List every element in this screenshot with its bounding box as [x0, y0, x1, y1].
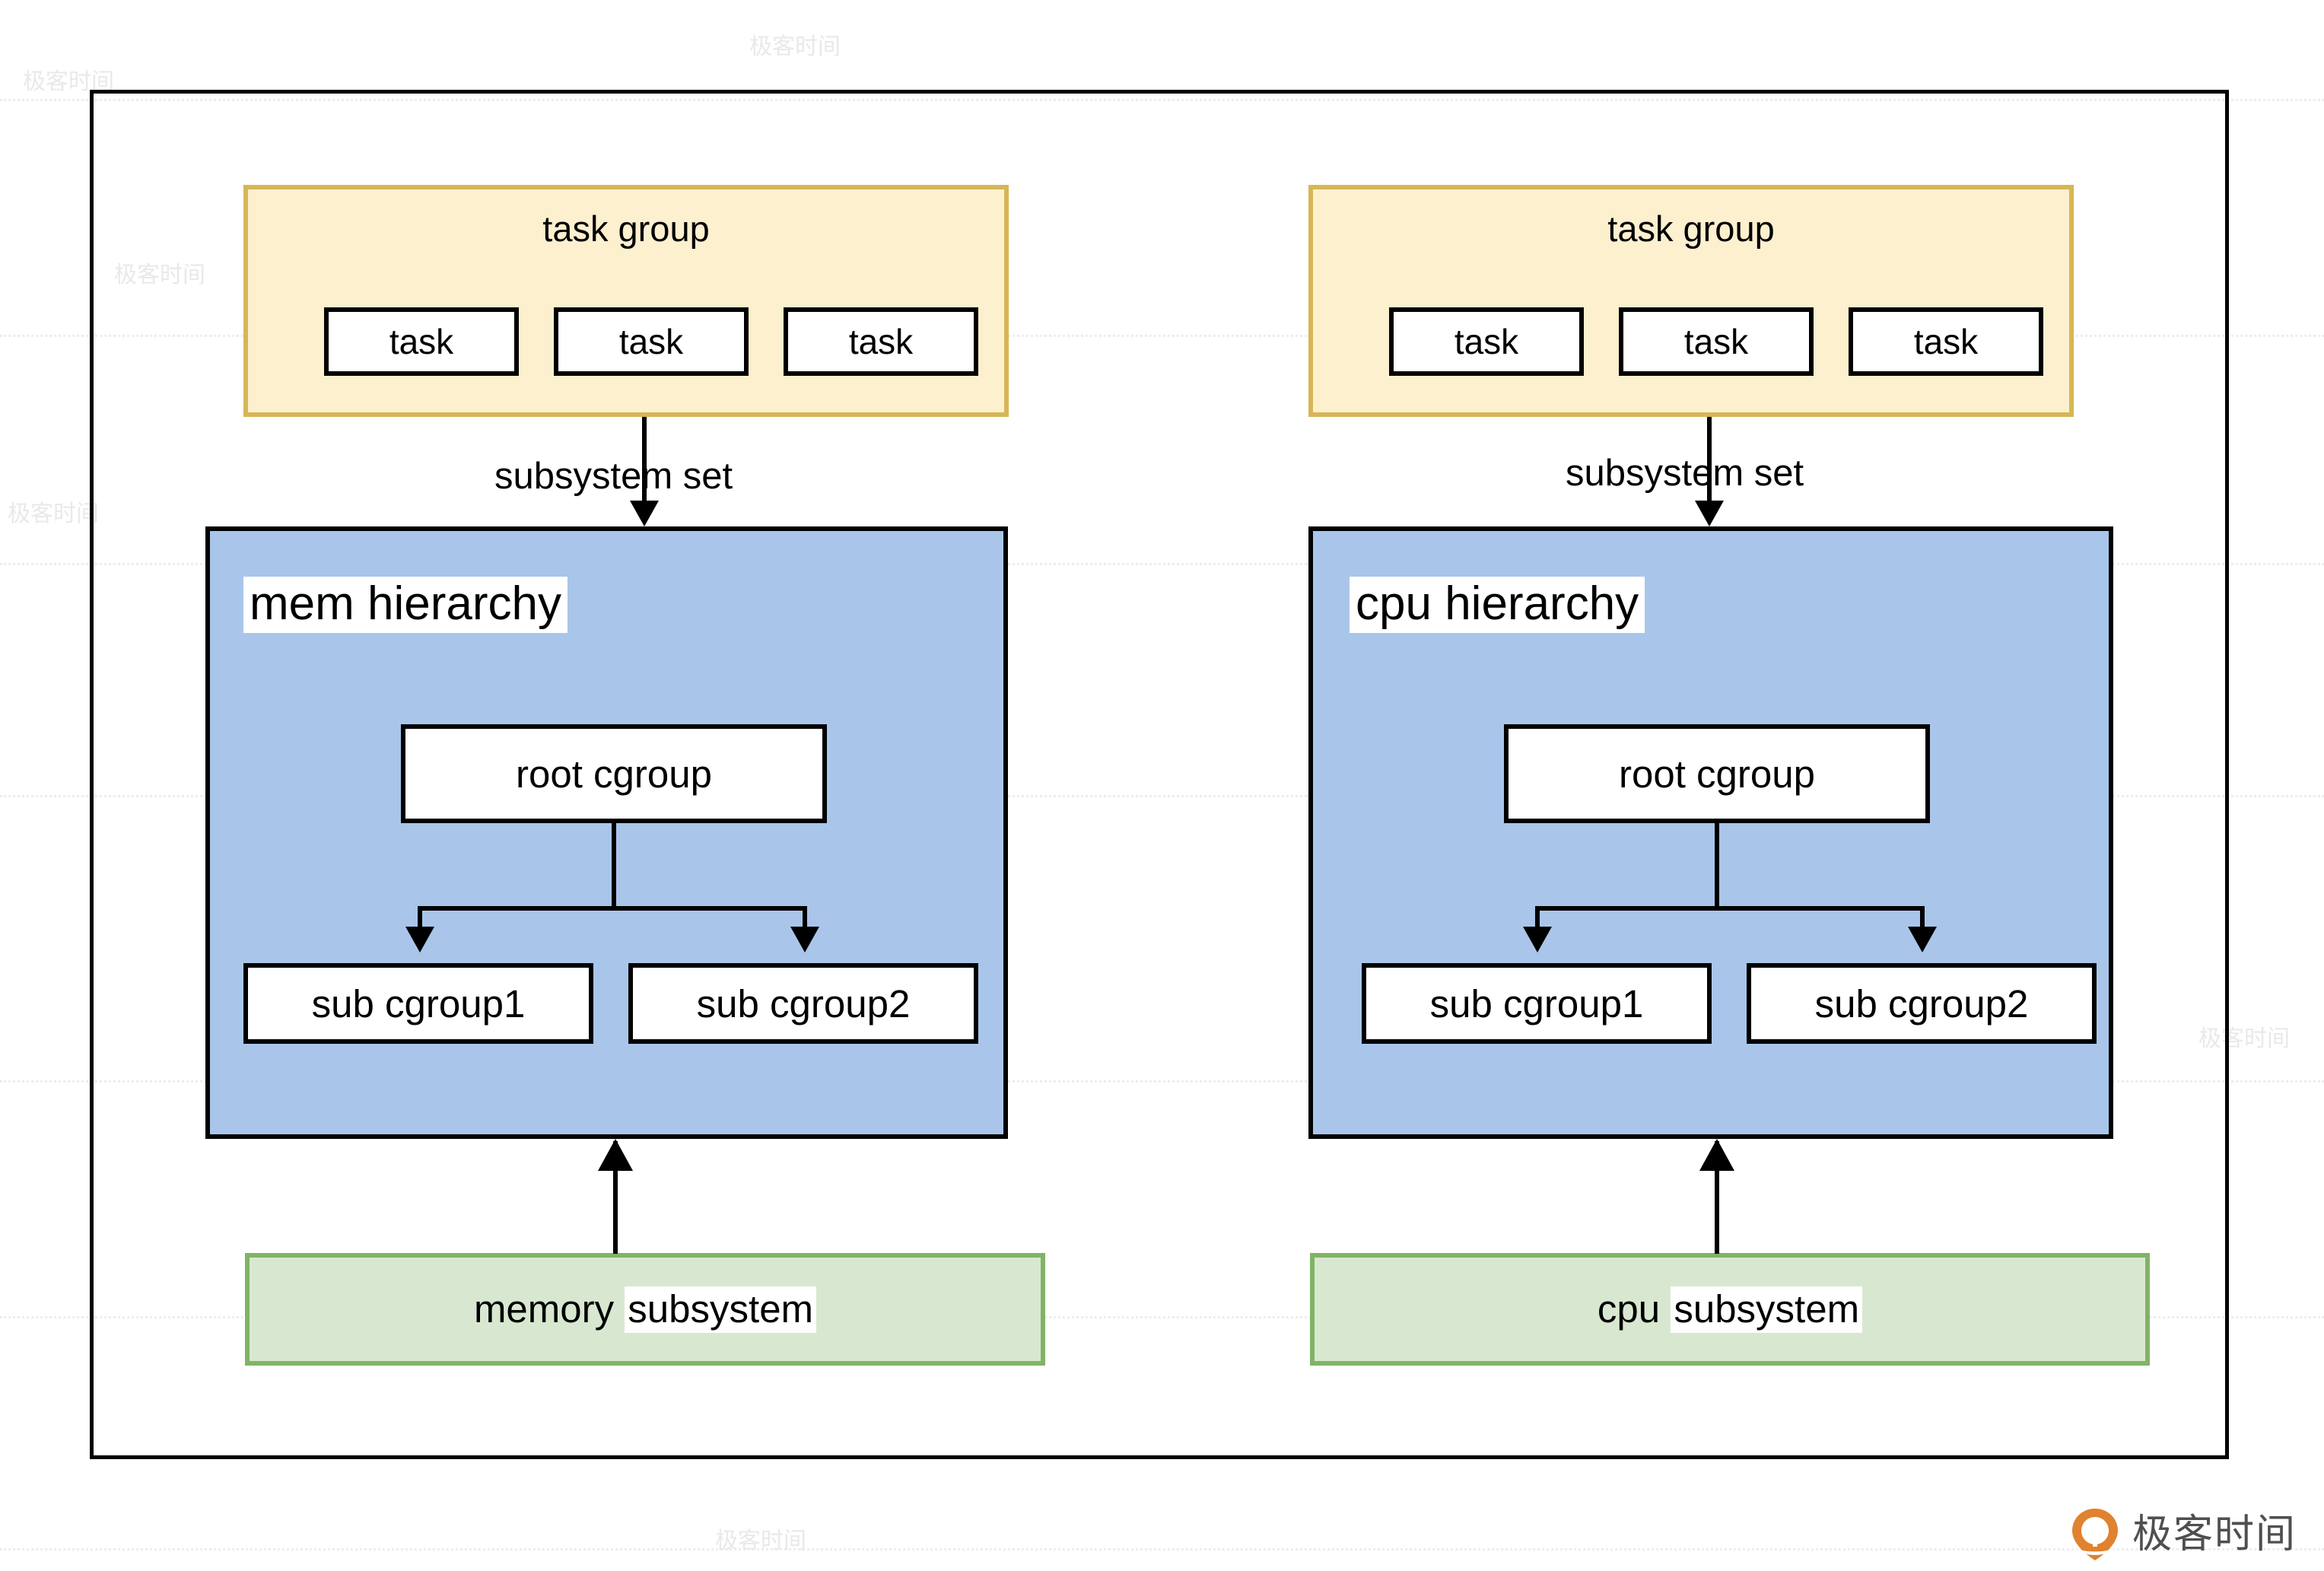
hierarchy-box-mem[interactable]: mem hierarchy: [205, 526, 1008, 1139]
task-group-box-mem[interactable]: task group task task task: [243, 185, 1009, 417]
connector-branch-right: [803, 906, 807, 930]
subsystem-space: [1660, 1286, 1671, 1333]
subsystem-prefix: cpu: [1597, 1286, 1661, 1331]
watermark-text: 极客时间: [8, 501, 99, 527]
edge-label-subsystem-set: subsystem set: [1566, 453, 1804, 494]
sub-cgroup1-box-mem[interactable]: sub cgroup1: [243, 963, 593, 1044]
task-box[interactable]: task: [324, 307, 519, 376]
task-box[interactable]: task: [1389, 307, 1584, 376]
geektime-pin-icon: [2071, 1509, 2118, 1560]
connector-branch-left: [1535, 906, 1540, 930]
task-box[interactable]: task: [784, 307, 978, 376]
arrow-taskgroup-to-hierarchy: [630, 501, 659, 526]
connector-root-bar: [1535, 906, 1925, 911]
root-cgroup-box-cpu[interactable]: root cgroup: [1504, 724, 1930, 823]
task-box[interactable]: task: [554, 307, 749, 376]
connector-branch-left: [418, 906, 422, 930]
hierarchy-title: mem hierarchy: [243, 577, 567, 634]
subsystem-space: [614, 1286, 625, 1333]
subsystem-box-memory[interactable]: memory subsystem: [245, 1253, 1045, 1366]
edge-label-subsystem-set: subsystem set: [494, 456, 733, 497]
connector-root-stem: [612, 823, 616, 911]
task-group-title: task group: [542, 208, 710, 249]
subsystem-box-cpu[interactable]: cpu subsystem: [1310, 1253, 2150, 1366]
arrow-to-sub-cgroup1: [1523, 927, 1552, 952]
arrow-to-sub-cgroup2: [1908, 927, 1937, 952]
connector-taskgroup-to-hierarchy: [1707, 417, 1712, 522]
subsystem-prefix: memory: [473, 1286, 615, 1331]
arrow-subsystem-to-hierarchy: [598, 1139, 633, 1171]
watermark-dotted-line: [0, 1548, 2324, 1550]
task-box[interactable]: task: [1849, 307, 2043, 376]
root-cgroup-box-mem[interactable]: root cgroup: [401, 724, 827, 823]
connector-taskgroup-to-hierarchy: [642, 417, 647, 522]
hierarchy-title: cpu hierarchy: [1350, 577, 1645, 634]
task-group-title: task group: [1607, 208, 1775, 249]
brand-logo: 极客时间: [2070, 1507, 2297, 1562]
connector-subsystem-to-hierarchy: [1715, 1141, 1719, 1254]
arrow-subsystem-to-hierarchy: [1699, 1139, 1734, 1171]
task-group-box-cpu[interactable]: task group task task task: [1308, 185, 2074, 417]
watermark-text: 极客时间: [715, 1528, 806, 1554]
arrow-taskgroup-to-hierarchy: [1695, 501, 1724, 526]
connector-subsystem-to-hierarchy: [613, 1141, 618, 1254]
connector-branch-right: [1920, 906, 1925, 930]
subsystem-highlight: subsystem: [625, 1286, 817, 1333]
arrow-to-sub-cgroup2: [790, 927, 819, 952]
watermark-text: 极客时间: [749, 33, 841, 60]
diagram-outer-frame: [90, 90, 2229, 1459]
subsystem-highlight: subsystem: [1671, 1286, 1863, 1333]
hierarchy-box-cpu[interactable]: cpu hierarchy: [1308, 526, 2113, 1139]
sub-cgroup2-box-mem[interactable]: sub cgroup2: [628, 963, 978, 1044]
sub-cgroup2-box-cpu[interactable]: sub cgroup2: [1747, 963, 2097, 1044]
arrow-to-sub-cgroup1: [405, 927, 434, 952]
task-box[interactable]: task: [1619, 307, 1814, 376]
connector-root-bar: [418, 906, 807, 911]
connector-root-stem: [1715, 823, 1719, 911]
brand-name: 极客时间: [2132, 1512, 2297, 1557]
sub-cgroup1-box-cpu[interactable]: sub cgroup1: [1362, 963, 1712, 1044]
